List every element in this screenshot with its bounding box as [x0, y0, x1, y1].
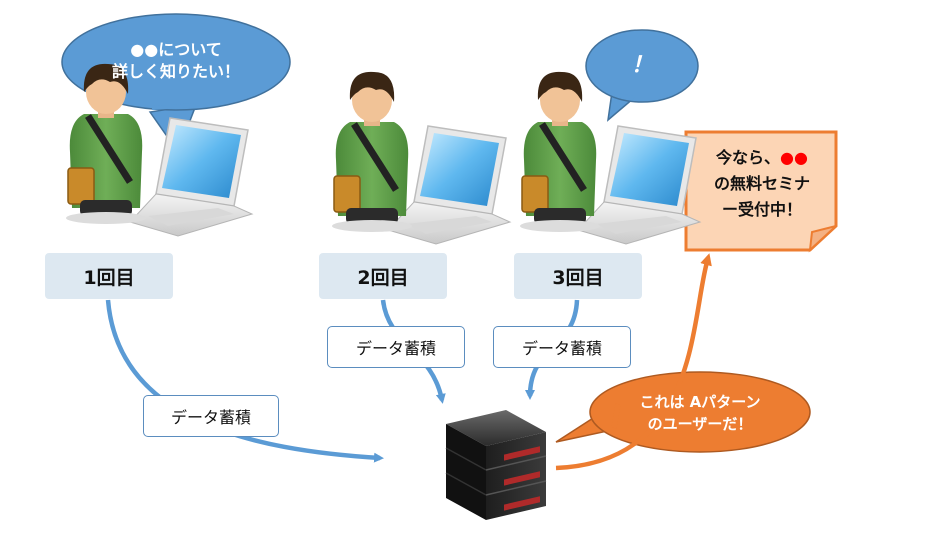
laptop-icon [129, 117, 253, 237]
person-icon [520, 72, 600, 232]
speech-bubble-1-line2: 詳しく知りたい！ [111, 62, 240, 81]
data-accumulate-box-2: データ蓄積 [327, 326, 465, 368]
speech-bubble-2-mark: ！ [630, 53, 653, 78]
promo-note-line2: の無料セミナ [713, 174, 810, 193]
promo-note-highlight: ●● [780, 148, 808, 167]
speech-bubble-2-text: ！ [600, 48, 684, 84]
promo-note-prefix: 今なら、 [716, 148, 781, 167]
data-accumulate-box-1: データ蓄積 [143, 395, 279, 437]
stage-label-3: 3回目 [514, 253, 642, 299]
user-visit-2 [332, 72, 511, 245]
stage-label-1: 1回目 [45, 253, 173, 299]
person-icon [332, 72, 412, 232]
speech-bubble-1-line1: ●●について [130, 40, 222, 59]
user-visit-3 [520, 72, 701, 245]
promo-note [684, 130, 838, 253]
speech-bubble-2 [585, 29, 699, 122]
promo-note-line1: 今なら、●● [716, 145, 808, 171]
speech-bubble-3-line1: これは Aパターン [639, 393, 761, 411]
speech-bubble-3-line2: のユーザーだ！ [647, 415, 753, 433]
stage-label-2: 2回目 [319, 253, 447, 299]
arrow-server-to-note [555, 253, 712, 471]
data-accumulate-box-3: データ蓄積 [493, 326, 631, 368]
speech-bubble-3-text: これは Aパターン のユーザーだ！ [602, 390, 798, 436]
promo-note-text: 今なら、●● の無料セミナ ー受付中！ [690, 140, 834, 228]
speech-bubble-1-text: ●●について 詳しく知りたい！ [80, 30, 272, 92]
promo-note-line3: ー受付中！ [721, 200, 802, 219]
server-icon [445, 409, 547, 521]
speech-bubble-3 [555, 371, 811, 453]
